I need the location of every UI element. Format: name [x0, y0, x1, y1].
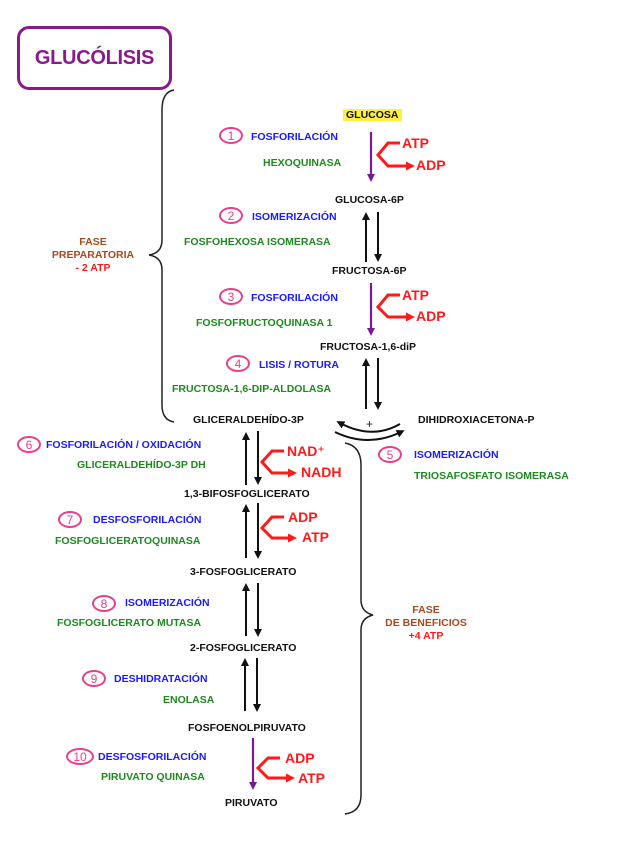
- metabolite-glucosa-6p: GLUCOSA-6P: [335, 194, 404, 206]
- metabolite-glucosa: GLUCOSA: [343, 109, 402, 121]
- step-3-process: FOSFORILACIÓN: [251, 292, 338, 304]
- step-8-enzyme: FOSFOGLICERATO MUTASA: [57, 617, 202, 629]
- benefits-phase-line2: DE BENEFICIOS: [385, 617, 467, 629]
- step-10-number: 10: [66, 748, 94, 765]
- preparatory-phase-atp: - 2 ATP: [75, 262, 111, 274]
- title-box: GLUCÓLISIS: [17, 26, 172, 90]
- step-8-process: ISOMERIZACIÓN: [125, 597, 210, 609]
- step-4-process: LISIS / ROTURA: [259, 359, 339, 371]
- step-5-process: ISOMERIZACIÓN: [414, 449, 499, 461]
- step-6-cofactor-arrow: [259, 449, 297, 478]
- step-5-number: 5: [378, 446, 402, 463]
- step-9-arrows: [241, 658, 261, 712]
- step-7-arrows: [242, 503, 262, 559]
- metabolite-2-fosfoglicerato: 2-FOSFOGLICERATO: [190, 642, 297, 654]
- step-1-cofactor-arrow: [376, 141, 415, 171]
- step-6-enzyme: GLICERALDEHÍDO-3P DH: [77, 459, 206, 471]
- preparatory-phase-label: FASE PREPARATORIA - 2 ATP: [44, 236, 142, 275]
- step-7-process: DESFOSFORILACIÓN: [93, 514, 202, 526]
- step-1-cofactor-in: ATP: [402, 135, 429, 151]
- step-7-enzyme: FOSFOGLICERATOQUINASA: [55, 535, 201, 547]
- step-6-cofactor-out: NADH: [301, 464, 342, 480]
- step-2-number: 2: [219, 207, 243, 224]
- diagram-title: GLUCÓLISIS: [34, 46, 155, 69]
- step-4-arrows: [362, 358, 382, 410]
- step-3-cofactor-out: ADP: [416, 308, 446, 324]
- benefits-phase-line1: FASE: [412, 604, 440, 616]
- step-3-enzyme: FOSFOFRUCTOQUINASA 1: [196, 317, 333, 329]
- step-10-cofactor-out: ATP: [298, 770, 325, 786]
- metabolite-fosfoenolpiruvato: FOSFOENOLPIRUVATO: [188, 722, 306, 734]
- step-2-enzyme: FOSFOHEXOSA ISOMERASA: [184, 236, 331, 248]
- step-8-number: 8: [92, 595, 116, 612]
- metabolite-gliceraldehido-3p: GLICERALDEHÍDO-3P: [193, 414, 304, 426]
- metabolite-piruvato: PIRUVATO: [225, 797, 278, 809]
- step-6-number: 6: [17, 436, 41, 453]
- benefits-phase-atp: +4 ATP: [408, 630, 444, 642]
- step-9-process: DESHIDRATACIÓN: [114, 673, 208, 685]
- preparatory-phase-line1: FASE: [79, 236, 107, 248]
- preparatory-phase-line2: PREPARATORIA: [51, 249, 135, 261]
- step-7-cofactor-out: ATP: [302, 529, 329, 545]
- step-8-arrows: [242, 583, 262, 637]
- metabolite-fructosa-6p: FRUCTOSA-6P: [332, 265, 407, 277]
- step-3-number: 3: [219, 288, 243, 305]
- benefits-phase-label: FASE DE BENEFICIOS +4 ATP: [376, 604, 476, 643]
- glucosa-label: GLUCOSA: [343, 109, 402, 121]
- step-4-enzyme: FRUCTOSA-1,6-DIP-ALDOLASA: [172, 383, 332, 395]
- preparatory-phase-brace: [148, 89, 175, 423]
- step-5-arrows: [334, 421, 405, 441]
- metabolite-1-3-bifosfoglicerato: 1,3-BIFOSFOGLICERATO: [184, 488, 310, 500]
- step-6-arrows: [242, 431, 262, 485]
- metabolite-dihidroxiacetona-p: DIHIDROXIACETONA-P: [418, 414, 535, 426]
- benefits-phase-brace: [344, 442, 374, 815]
- step-6-cofactor-in: NAD⁺: [287, 443, 325, 459]
- step-7-cofactor-arrow: [259, 515, 297, 543]
- step-10-process: DESFOSFORILACIÓN: [98, 751, 207, 763]
- step-7-cofactor-in: ADP: [288, 509, 318, 525]
- step-10-cofactor-in: ADP: [285, 750, 315, 766]
- step-5-enzyme: TRIOSAFOSFATO ISOMERASA: [414, 470, 569, 482]
- step-2-arrows: [362, 212, 382, 262]
- step-3-cofactor-arrow: [375, 293, 415, 322]
- step-3-cofactor-in: ATP: [402, 287, 429, 303]
- step-1-cofactor-out: ADP: [416, 157, 446, 173]
- step-1-enzyme: HEXOQUINASA: [263, 157, 342, 169]
- step-9-enzyme: ENOLASA: [163, 694, 215, 706]
- step-1-number: 1: [219, 127, 243, 144]
- step-2-process: ISOMERIZACIÓN: [252, 211, 337, 223]
- step-7-number: 7: [58, 511, 82, 528]
- metabolite-3-fosfoglicerato: 3-FOSFOGLICERATO: [190, 566, 297, 578]
- step-6-process: FOSFORILACIÓN / OXIDACIÓN: [46, 439, 202, 451]
- step-9-number: 9: [82, 670, 106, 687]
- step-4-number: 4: [226, 355, 250, 372]
- step-10-enzyme: PIRUVATO QUINASA: [101, 771, 205, 783]
- step-10-cofactor-arrow: [255, 756, 295, 783]
- plus-sign: +: [366, 417, 374, 431]
- metabolite-fructosa-1-6-dip: FRUCTOSA-1,6-diP: [320, 341, 417, 353]
- step-1-process: FOSFORILACIÓN: [251, 131, 338, 143]
